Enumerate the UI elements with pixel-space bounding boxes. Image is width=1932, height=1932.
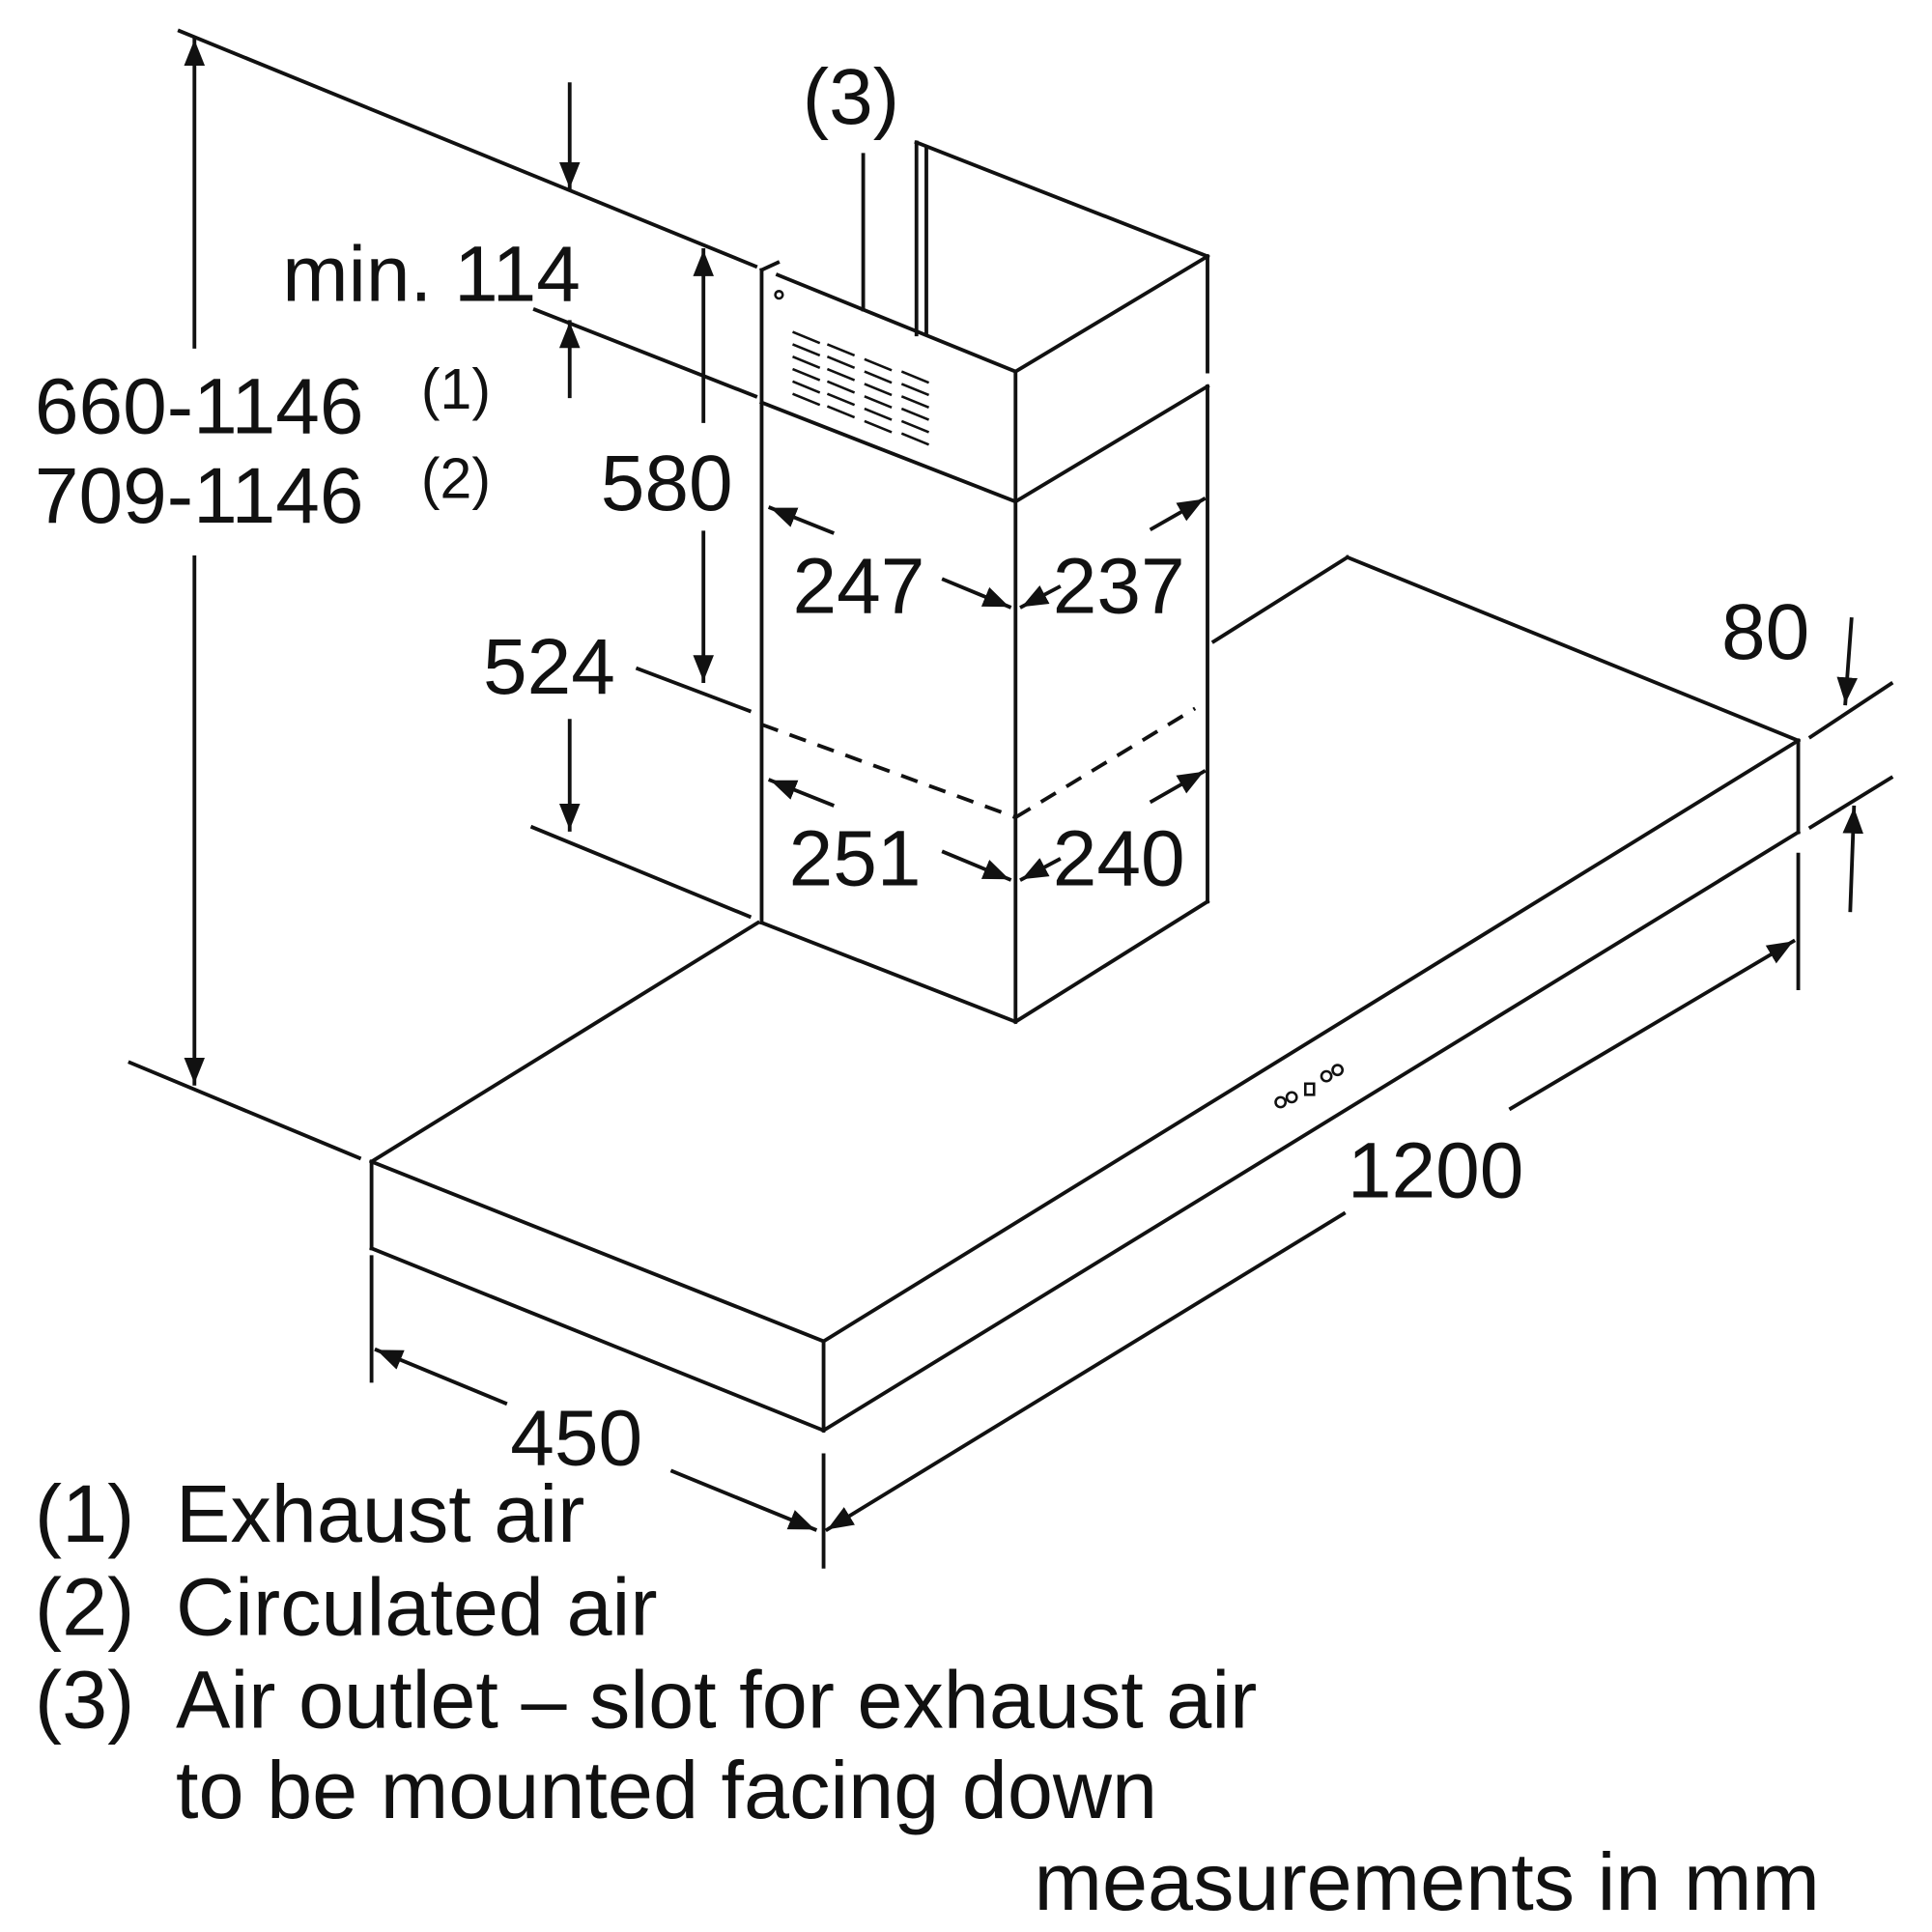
legend-text: Circulated air (176, 1560, 657, 1652)
hood-depth-label: 450 (510, 1395, 642, 1483)
hood-height-label: 80 (1721, 588, 1809, 676)
legend-num: (1) (35, 1467, 134, 1559)
vent-slots-icon (792, 330, 930, 446)
chimney (758, 139, 1210, 1025)
height-exhaust-note: (1) (421, 358, 491, 421)
units-note: measurements in mm (1035, 1835, 1820, 1927)
legend-text: Exhaust air (176, 1467, 584, 1559)
min-gap-label: min. 114 (282, 231, 581, 319)
lower-chimney-label: 524 (483, 623, 615, 711)
height-exhaust-label: 660-1146 (35, 363, 364, 451)
control-buttons-icon (1274, 1064, 1345, 1109)
legend: (1) Exhaust air (2) Circulated air (3) A… (35, 1467, 1820, 1927)
dimension-labels: (3) min. 114 660-1146 (1) 709-1146 (2) 5… (35, 53, 1809, 1482)
upper-width-label: 247 (793, 543, 925, 631)
hood-canopy (368, 554, 1802, 1434)
lower-depth-label: 240 (1053, 815, 1185, 903)
height-circulated-label: 709-1146 (35, 452, 364, 540)
legend-num: (2) (35, 1560, 134, 1652)
legend-text: Air outlet – slot for exhaust air (176, 1653, 1257, 1745)
height-circulated-note: (2) (421, 447, 491, 510)
upper-chimney-label: 580 (601, 440, 733, 527)
wall-ceiling-lines (128, 28, 758, 1161)
outlet-label: (3) (803, 53, 899, 141)
upper-depth-label: 237 (1053, 543, 1185, 631)
lower-width-label: 251 (789, 815, 922, 903)
legend-num: (3) (35, 1653, 134, 1745)
hood-width-label: 1200 (1348, 1127, 1524, 1215)
dimension-lines (184, 38, 1894, 1569)
legend-text: to be mounted facing down (176, 1744, 1157, 1835)
